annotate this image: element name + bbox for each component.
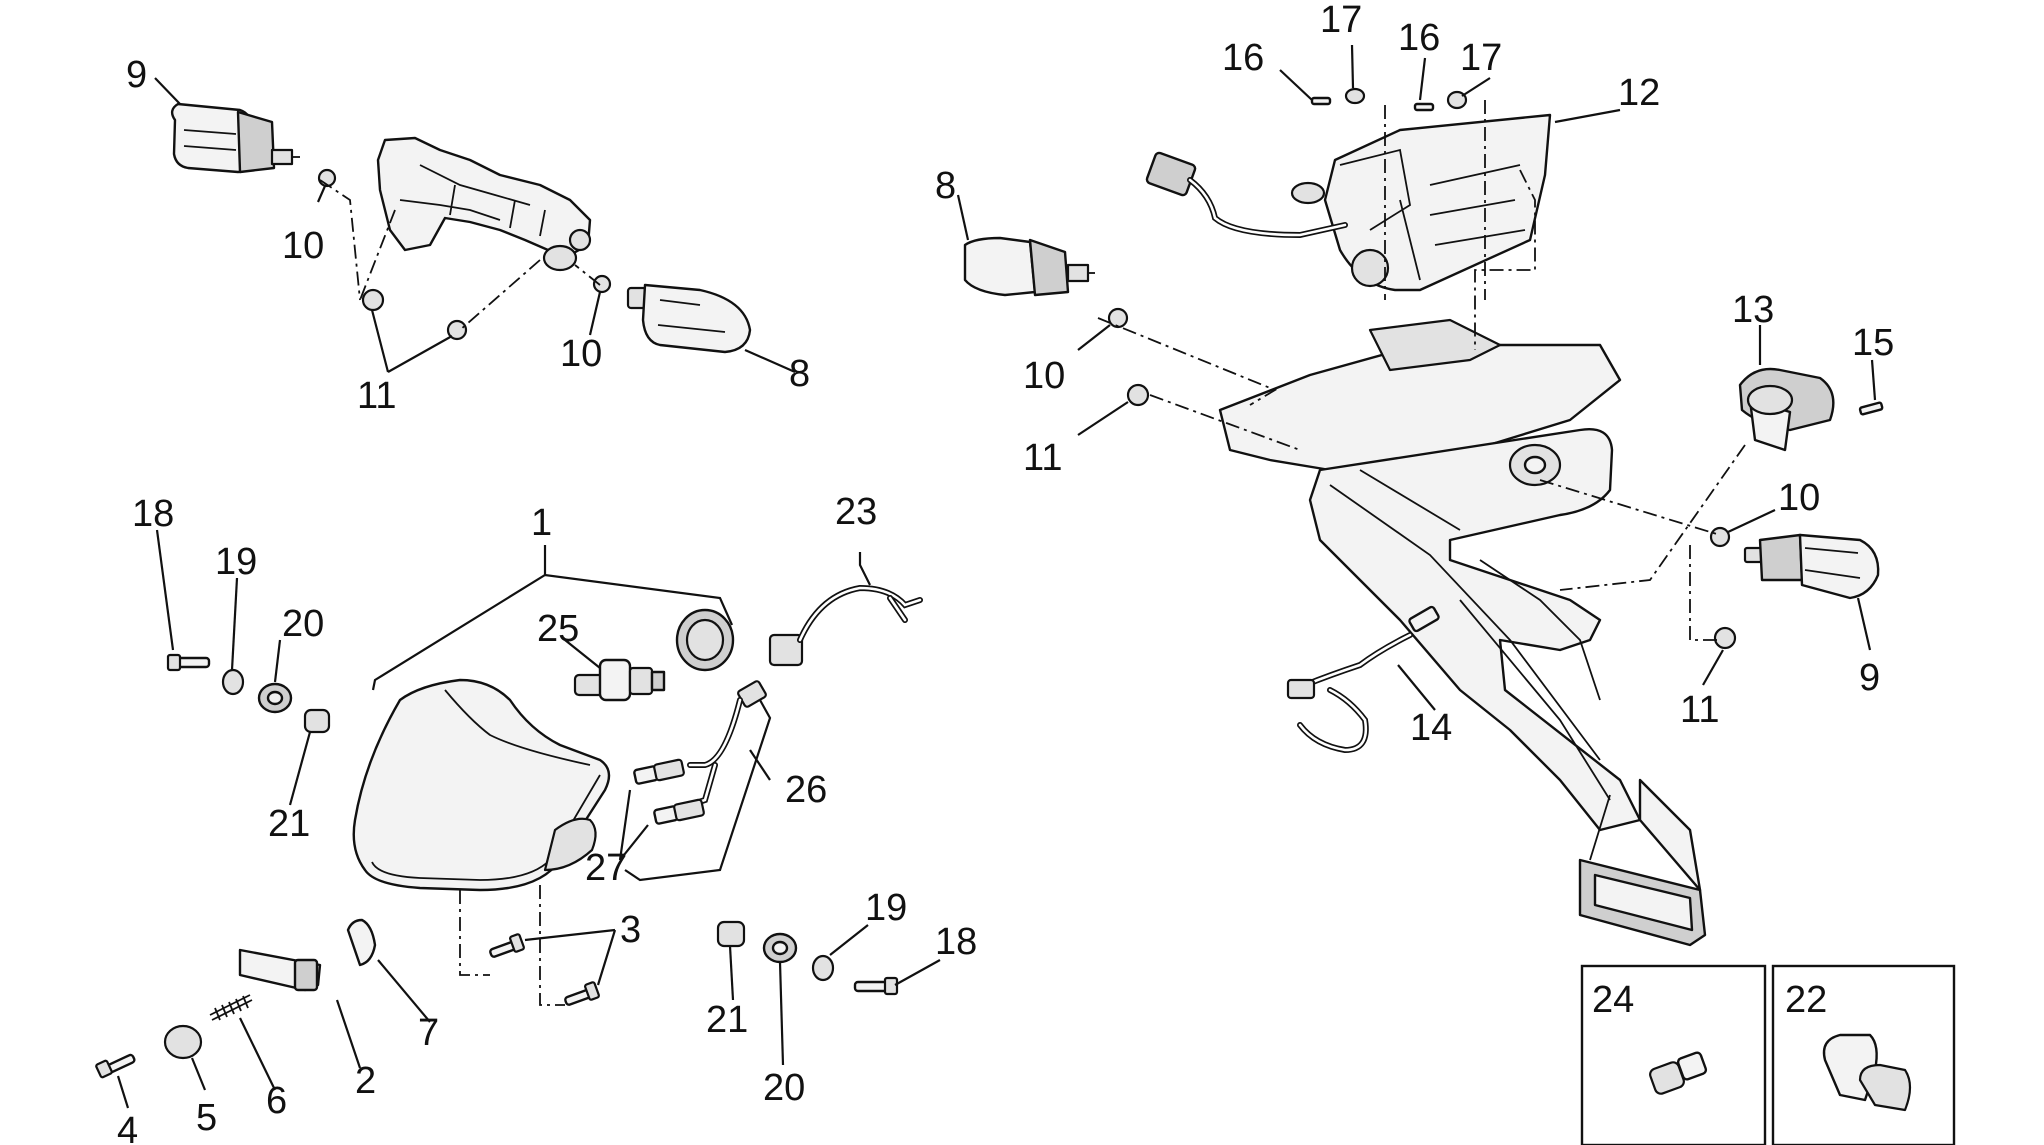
callout-18-right: 18	[935, 921, 977, 963]
nut-11-rear-left	[1126, 383, 1150, 407]
callout-8-rear: 8	[935, 165, 956, 207]
callout-21-left: 21	[268, 803, 310, 845]
socket-wire-26	[687, 680, 767, 808]
callout-18-left: 18	[132, 493, 174, 535]
callout-19-right: 19	[865, 887, 907, 929]
tail-light-wiring	[1145, 151, 1348, 239]
turn-indicator-9-left	[170, 102, 300, 174]
callout-24: 24	[1592, 979, 1634, 1021]
headlight-group	[95, 529, 941, 1109]
license-plate-holder	[1218, 318, 1707, 947]
front-indicator-bracket	[376, 136, 592, 272]
nut-11-front-b	[446, 319, 468, 341]
callout-20-right: 20	[763, 1067, 805, 1109]
right-mount-fasteners	[716, 920, 899, 996]
tail-light-12	[1290, 113, 1552, 292]
callout-27: 27	[585, 847, 627, 889]
callout-12: 12	[1618, 72, 1660, 114]
callout-13: 13	[1732, 289, 1774, 331]
callout-4: 4	[117, 1110, 138, 1145]
nut-11-rear-right	[1713, 626, 1737, 650]
nut-10-front-right	[592, 274, 612, 294]
inset-clip-22	[1822, 1033, 1912, 1112]
callout-15: 15	[1852, 322, 1894, 364]
rear-assembly-group	[956, 44, 1956, 1145]
screws-3	[489, 933, 600, 1006]
callout-3: 3	[620, 909, 641, 951]
callout-19-left: 19	[215, 541, 257, 583]
bulb-cover-cap	[675, 608, 735, 672]
callout-20-left: 20	[282, 603, 324, 645]
headlight-adjuster	[95, 918, 377, 1079]
callout-17-right: 17	[1460, 37, 1502, 79]
callout-26: 26	[785, 769, 827, 811]
callout-6: 6	[266, 1080, 287, 1122]
inset-box-22	[1771, 964, 1956, 1145]
headlight-housing-1	[352, 678, 611, 892]
left-mount-fasteners	[166, 653, 331, 734]
callout-10-rear-left: 10	[1023, 355, 1065, 397]
callout-16-right: 16	[1398, 17, 1440, 59]
inset-box-24	[1580, 964, 1767, 1145]
wiring-harness-23	[768, 584, 923, 667]
callout-9-rear: 9	[1859, 657, 1880, 699]
callout-11-rear-left: 11	[1023, 437, 1062, 479]
turn-indicator-8-right	[626, 283, 752, 354]
callout-10-front-right: 10	[560, 333, 602, 375]
callout-5: 5	[196, 1097, 217, 1139]
rear-turn-indicator-8	[963, 236, 1095, 297]
nut-11-front-a	[361, 288, 385, 312]
callout-17-left: 17	[1320, 0, 1362, 41]
callout-8-front: 8	[789, 353, 810, 395]
nut-10-rear-right	[1709, 526, 1731, 548]
plate-light-wire-14	[1286, 605, 1440, 754]
screw-15	[1858, 401, 1884, 416]
callout-14: 14	[1410, 707, 1452, 749]
callout-1: 1	[531, 502, 552, 544]
inset-bulb-24	[1649, 1051, 1708, 1095]
position-light-bulbs-27	[633, 758, 705, 825]
tail-screws-16-17	[1310, 87, 1468, 112]
nut-10-rear-left	[1107, 307, 1129, 329]
callout-21-right: 21	[706, 999, 748, 1041]
callout-16-left: 16	[1222, 37, 1264, 79]
callout-22: 22	[1785, 979, 1827, 1021]
callout-2: 2	[355, 1060, 376, 1102]
callout-9-front: 9	[126, 54, 147, 96]
rear-turn-indicator-9	[1743, 533, 1880, 600]
callout-25: 25	[537, 608, 579, 650]
callout-11-front: 11	[357, 375, 396, 417]
callout-labels: 9 10 11 10 8 18 19 20 21 1 25 23 26 27 3…	[117, 0, 1894, 1145]
plate-light-13	[1738, 367, 1835, 452]
callout-11-rear-right: 11	[1680, 689, 1719, 731]
headlight-bulb-25	[573, 658, 666, 702]
callout-7: 7	[418, 1012, 439, 1054]
callout-10-rear-right: 10	[1778, 477, 1820, 519]
callout-10-front-left: 10	[282, 225, 324, 267]
front-turn-signal-group	[154, 77, 796, 374]
callout-23: 23	[835, 491, 877, 533]
